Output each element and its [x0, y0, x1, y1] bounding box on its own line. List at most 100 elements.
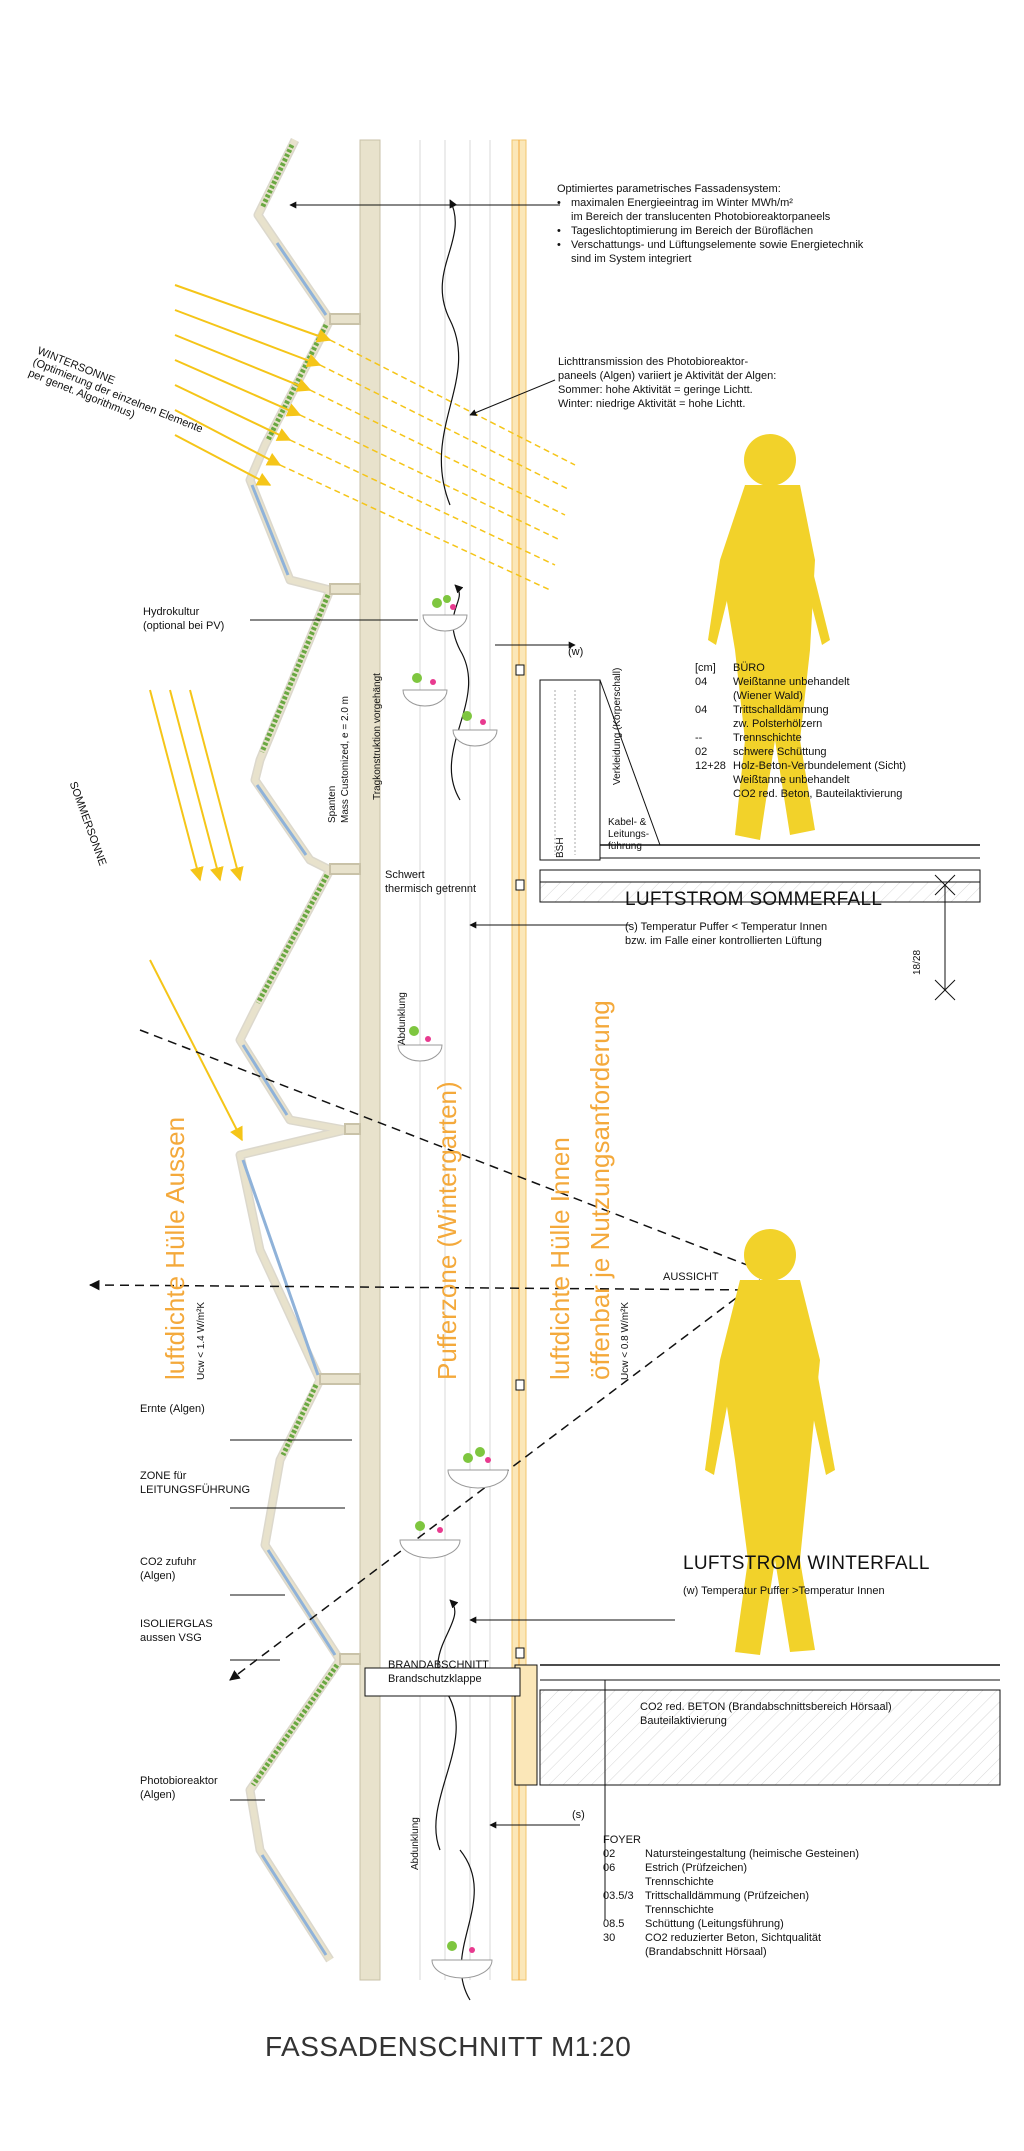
structure-columns [359, 139, 527, 1981]
hydrokultur-sub: (optional bei PV) [143, 620, 225, 632]
hydrokultur-title: Hydrokultur [143, 606, 200, 618]
buero-row-num: 12+28 [695, 760, 726, 772]
beton-line-2: Bauteilaktivierung [640, 1715, 727, 1727]
verkleidung-label: Verkleidung (Körperschall) [612, 667, 623, 785]
winterfall-desc: (w) Temperatur Puffer >Temperatur Innen [683, 1585, 885, 1597]
iso-line-1: ISOLIERGLAS [140, 1618, 213, 1630]
leader-lines [230, 201, 675, 1829]
buero-row-text: Trennschichte [733, 732, 802, 744]
zone-line-1: ZONE für [140, 1470, 187, 1482]
foyer-row-text: Trennschichte [645, 1904, 714, 1916]
buero-row-num [695, 787, 733, 801]
buero-row-num [695, 717, 733, 731]
schwert-label: Schwert thermisch getrennt [385, 868, 476, 896]
w-marker-1: (w) [568, 646, 584, 658]
thermisch-label: thermisch getrennt [385, 883, 477, 895]
foyer-row-text: Schüttung (Leitungsführung) [645, 1918, 784, 1930]
buero-row-text: schwere Schüttung [733, 746, 827, 758]
s-marker-1: (s) [572, 1809, 585, 1821]
photo-line-2: (Algen) [140, 1789, 176, 1801]
kabel-line-2: Leitungs- [608, 829, 650, 840]
foyer-row-num: 06 [603, 1862, 616, 1874]
spanten [319, 313, 361, 1665]
co2-line-1: CO2 zufuhr [140, 1556, 197, 1568]
ucw-outer-label: Ucw < 1.4 W/m²K [196, 1301, 207, 1380]
abdunklung-label-1: Abdunklung [397, 992, 408, 1045]
huelle-innen-label: luftdichte Hülle Innen [545, 1137, 575, 1380]
top-note-bullet-1: maximalen Energieeintrag im Winter MWh/m… [571, 197, 793, 209]
winterfall-title: LUFTSTROM WINTERFALL [683, 1553, 930, 1574]
ucw-inner-label: Ucw < 0.8 W/m²K [620, 1301, 631, 1380]
top-note: Optimiertes parametrisches Fassadensyste… [557, 182, 863, 266]
zone-line-2: LEITUNGSFÜHRUNG [140, 1484, 251, 1496]
foyer-row-num [603, 1903, 645, 1917]
sommerfall-line-2: bzw. im Falle einer kontrollierten Lüftu… [625, 935, 822, 947]
kabel-line-3: führung [608, 841, 642, 852]
tragkonstruktion-column [359, 139, 381, 1981]
brand-line-1: BRANDABSCHNITT [388, 1659, 489, 1671]
foyer-row-text: Natursteingestaltung (heimische Gesteine… [645, 1848, 860, 1860]
outer-facade-panels [235, 138, 350, 1963]
abdunklung-label-2: Abdunklung [410, 1817, 421, 1870]
planter [422, 595, 468, 632]
planter [402, 673, 448, 707]
sommerfall-title: LUFTSTROM SOMMERFALL [625, 889, 883, 910]
pufferzone-label: Pufferzone (Wintergarten) [432, 1081, 462, 1380]
buero-row-num [695, 773, 733, 787]
top-note-bullet-3-cont: sind im System integriert [571, 253, 692, 265]
foyer-row-num: 30 [603, 1932, 616, 1944]
sommerfall-desc: (s) Temperatur Puffer < Temperatur Innen… [625, 920, 827, 948]
aussicht-label: AUSSICHT [663, 1271, 719, 1283]
buero-row-text: CO2 red. Beton, Bauteilaktivierung [733, 788, 903, 800]
buero-row-text: Holz-Beton-Verbundelement (Sicht) [733, 760, 907, 772]
light-note-line-3: Sommer: hohe Aktivität = geringe Lichtt. [558, 384, 753, 396]
light-note: Lichttransmission des Photobioreaktor- p… [558, 355, 776, 411]
foyer-row-num: 08.5 [603, 1918, 625, 1930]
schwert-title: Schwert [385, 869, 425, 881]
foyer-floor-slab [364, 1664, 1001, 1920]
buero-row-num: 04 [695, 704, 708, 716]
buero-row-text: Trittschalldämmung [733, 704, 829, 716]
inner-facade-brackets [515, 664, 525, 1659]
beton-line-1: CO2 red. BETON (Brandabschnittsbereich H… [640, 1701, 892, 1713]
buero-row-text: Weißtanne unbehandelt [733, 774, 850, 786]
foyer-row-text: Trittschalldämmung (Prüfzeichen) [645, 1890, 810, 1902]
planter [447, 1447, 509, 1489]
person-silhouette-lower [705, 1229, 835, 1655]
sommerfall-line-1: (s) Temperatur Puffer < Temperatur Innen [625, 921, 828, 933]
oeffenbar-label: öffenbar je Nutzungsanforderung [585, 1000, 615, 1380]
top-note-bullet-2: Tageslichtoptimierung im Bereich der Bür… [571, 225, 814, 237]
top-note-bullet-1-cont: im Bereich der translucenten Photobiorea… [571, 211, 831, 223]
foyer-row-text: Trennschichte [645, 1876, 714, 1888]
foyer-row-text: Estrich (Prüfzeichen) [645, 1862, 748, 1874]
foyer-row-text: (Brandabschnitt Hörsaal) [645, 1946, 767, 1958]
winter-sun-rays [174, 284, 332, 486]
beton-note: CO2 red. BETON (Brandabschnittsbereich H… [640, 1700, 892, 1728]
brand-line-2: Brandschutzklappe [388, 1673, 482, 1685]
office-floor-slab [539, 679, 981, 1001]
foyer-row-text: CO2 reduzierter Beton, Sichtqualität [645, 1932, 822, 1944]
planter [431, 1941, 493, 1979]
dimension-18-28: 18/28 [912, 949, 923, 975]
buero-unit: [cm] [695, 662, 716, 674]
co2-zufuhr-label: CO2 zufuhr (Algen) [140, 1555, 196, 1583]
buero-row-text: zw. Polsterhölzern [733, 718, 823, 730]
airflow-curves [435, 199, 475, 2001]
spanten-label: Spanten [327, 785, 338, 823]
buero-row-num [695, 689, 733, 703]
photobioreaktor-label: Photobioreaktor (Algen) [140, 1774, 218, 1802]
co2-line-2: (Algen) [140, 1570, 176, 1582]
foyer-row-num [603, 1875, 645, 1889]
drawing-title: FASSADENSCHNITT M1:20 [265, 2031, 632, 2062]
iso-line-2: aussen VSG [140, 1632, 202, 1644]
photo-line-1: Photobioreaktor [140, 1775, 218, 1787]
top-note-bullet-3: Verschattungs- und Lüftungselemente sowi… [571, 239, 864, 251]
mass-customized-label: Mass Customized, e = 2.0 m [340, 696, 351, 823]
bsh-label: BSH [555, 837, 566, 858]
light-note-line-2: paneels (Algen) variiert je Aktivität de… [558, 370, 777, 382]
zone-label: ZONE für LEITUNGSFÜHRUNG [140, 1469, 250, 1497]
foyer-row-num: 03.5/3 [603, 1890, 634, 1902]
planter [397, 1026, 443, 1062]
